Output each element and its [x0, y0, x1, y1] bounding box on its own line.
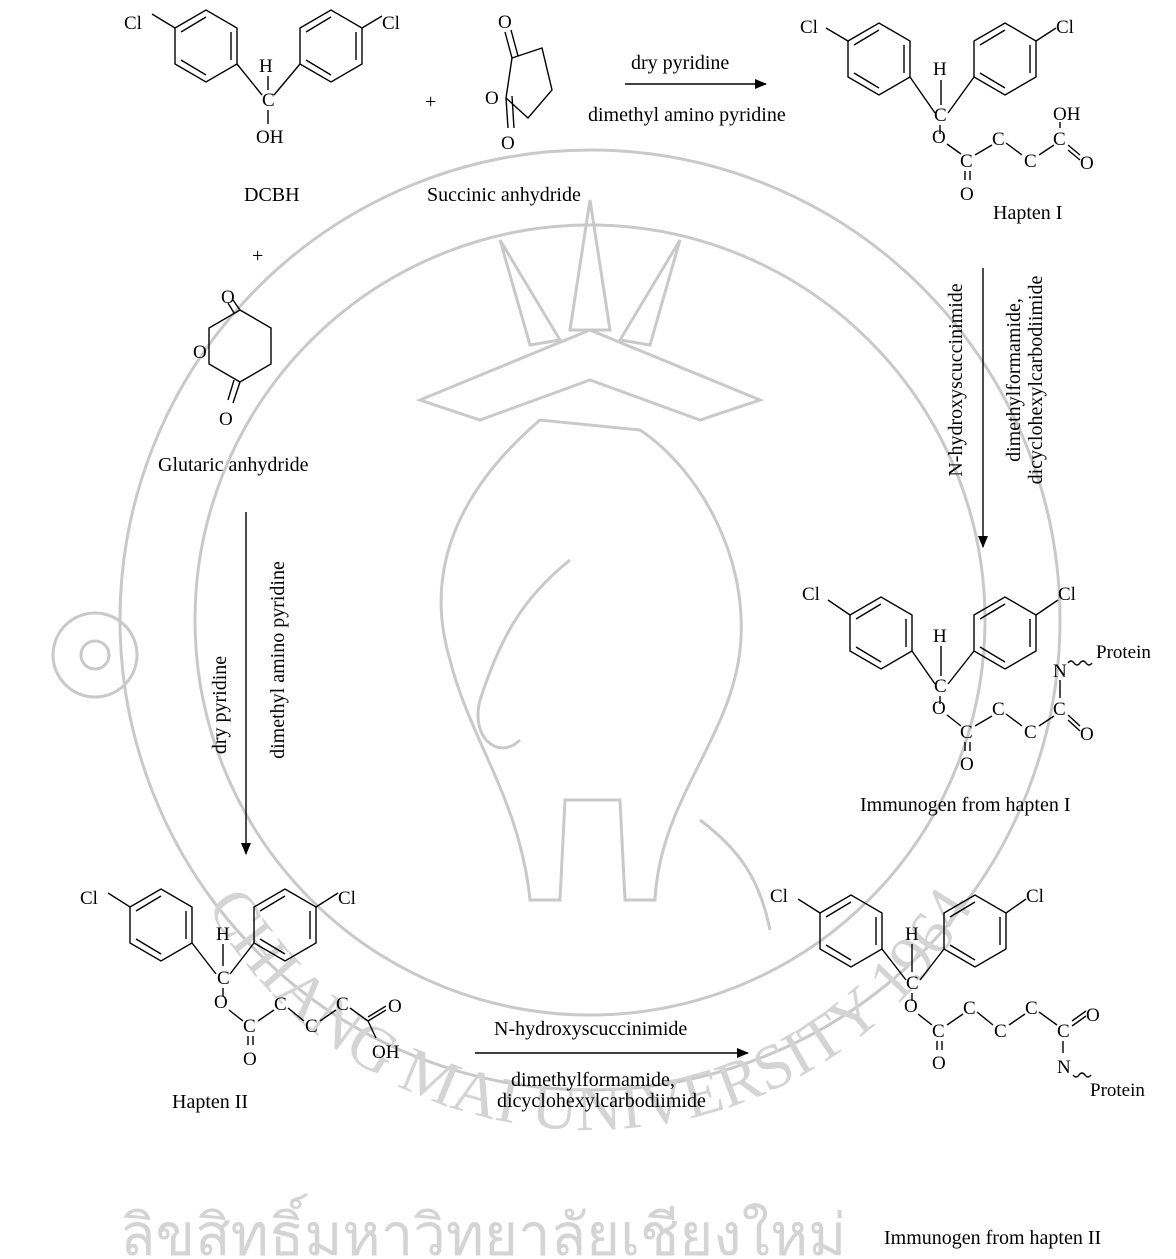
immuno2-c: C — [906, 973, 919, 994]
hapten2-o-acid: O — [388, 996, 402, 1017]
immunogen1-structure: Cl Cl H C O C O C C C O N Protein — [802, 584, 1151, 775]
immuno1-h: H — [933, 626, 947, 647]
succinic-anhydride-structure: O O O — [485, 12, 553, 154]
hapten1-structure: Cl Cl H C O C O C C C OH O — [800, 17, 1094, 205]
dcbh-oh: OH — [256, 127, 284, 148]
immuno2-cl-right: Cl — [1026, 886, 1044, 907]
immuno2-c2: C — [963, 998, 976, 1019]
succinic-o-ring: O — [485, 88, 499, 109]
hapten1-h: H — [933, 59, 947, 80]
immuno1-c1: C — [960, 722, 973, 743]
hapten1-cl-left: Cl — [800, 17, 818, 38]
glutaric-anhydride-structure: O O O — [193, 287, 272, 430]
immuno2-n: N — [1057, 1057, 1071, 1078]
hapten1-oh: OH — [1053, 104, 1081, 125]
immuno2-c1: C — [932, 1021, 945, 1042]
immuno2-c4: C — [1025, 998, 1038, 1019]
immuno1-o-carbonyl: O — [960, 754, 974, 775]
hapten1-c4: C — [1053, 129, 1066, 150]
hapten2-o-carbonyl: O — [243, 1049, 257, 1070]
immuno1-cl-left: Cl — [802, 584, 820, 605]
hapten1-c2: C — [992, 129, 1005, 150]
hapten1-o-acid: O — [1080, 153, 1094, 174]
hapten1-cl-right: Cl — [1056, 17, 1074, 38]
hapten1-o-carbonyl: O — [960, 184, 974, 205]
reagent-dry-pyridine-2: dry pyridine — [209, 656, 231, 754]
immuno2-wavy-bond — [1072, 1072, 1092, 1078]
hapten2-cl-left: Cl — [80, 888, 98, 909]
immuno1-wavy-bond — [1067, 660, 1093, 666]
plus-sign-2: + — [252, 245, 263, 267]
immuno1-cl-right: Cl — [1058, 584, 1076, 605]
label-immunogen1: Immunogen from hapten I — [860, 794, 1071, 816]
reagent-dcc-1: dicyclohexylcarbodiimide — [1025, 275, 1047, 484]
immuno2-c5: C — [1057, 1021, 1070, 1042]
glutaric-o-top: O — [221, 287, 235, 308]
hapten1-c1: C — [960, 151, 973, 172]
hapten1-c3: C — [1024, 151, 1037, 172]
dcbh-cl-right: Cl — [382, 13, 400, 34]
reagent-dmap-1: dimethyl amino pyridine — [588, 104, 786, 126]
hapten2-c4: C — [336, 994, 349, 1015]
university-seal-watermark — [51, 148, 1062, 1092]
label-succinic-anhydride: Succinic anhydride — [427, 184, 581, 206]
label-immunogen2: Immunogen from hapten II — [884, 1227, 1101, 1249]
immuno1-c: C — [934, 676, 947, 697]
immuno2-cl-left: Cl — [770, 886, 788, 907]
immuno1-n: N — [1053, 661, 1067, 682]
immunogen2-structure: Cl Cl H C O C O C C C C O N Protein — [770, 886, 1145, 1101]
immuno2-o-carbonyl: O — [932, 1053, 946, 1074]
plus-sign-1: + — [425, 91, 436, 113]
reagent-dmf-2: dimethylformamide, — [511, 1069, 675, 1091]
immuno2-h: H — [905, 924, 919, 945]
immuno2-protein: Protein — [1090, 1080, 1145, 1101]
hapten2-c: C — [217, 968, 230, 989]
watermark-thai-text: ลิขสิทธิ์มหาวิทยาลัยเชียงใหม่ — [120, 1193, 846, 1259]
dcbh-structure: Cl Cl H C OH — [124, 9, 400, 148]
hapten2-o: O — [214, 992, 228, 1013]
dcbh-cl-left: Cl — [124, 13, 142, 34]
immuno1-c4: C — [1053, 699, 1066, 720]
reagent-nhs-2: N-hydroxyscuccinimide — [494, 1018, 687, 1040]
label-glutaric-anhydride: Glutaric anhydride — [158, 454, 309, 476]
hapten1-o: O — [932, 127, 946, 148]
hapten1-c: C — [934, 105, 947, 126]
reagent-nhs-1: N-hydroxyscuccinimide — [945, 283, 967, 476]
label-hapten2: Hapten II — [172, 1091, 248, 1113]
immuno2-o-amide: O — [1086, 1005, 1100, 1026]
hapten2-c2: C — [274, 994, 287, 1015]
hapten2-cl-right: Cl — [338, 888, 356, 909]
immuno2-o: O — [904, 996, 918, 1017]
label-dcbh: DCBH — [244, 184, 300, 206]
hapten2-c1: C — [243, 1016, 256, 1037]
label-hapten1: Hapten I — [993, 202, 1062, 224]
immuno1-c3: C — [1024, 722, 1037, 743]
immuno1-c2: C — [992, 699, 1005, 720]
immuno1-o: O — [932, 698, 946, 719]
hapten2-h: H — [216, 924, 230, 945]
dcbh-c: C — [262, 90, 275, 111]
immuno1-protein: Protein — [1096, 642, 1151, 663]
glutaric-o-bottom: O — [219, 409, 233, 430]
hapten2-c3: C — [305, 1016, 318, 1037]
dcbh-h: H — [259, 56, 273, 77]
reagent-dcc-2: dicyclohexylcarbodiimide — [497, 1090, 706, 1112]
reagent-dmap-2: dimethyl amino pyridine — [267, 561, 289, 759]
glutaric-o-ring: O — [193, 342, 207, 363]
succinic-o-top: O — [498, 12, 512, 33]
hapten2-oh: OH — [372, 1042, 400, 1063]
immuno2-c3: C — [994, 1021, 1007, 1042]
immuno1-o-amide: O — [1080, 724, 1094, 745]
succinic-o-bottom: O — [501, 133, 515, 154]
hapten2-structure: Cl Cl H C O C O C C C O OH — [80, 888, 402, 1070]
reagent-dmf-1: dimethylformamide, — [1003, 298, 1025, 462]
reagent-dry-pyridine-1: dry pyridine — [631, 52, 729, 74]
